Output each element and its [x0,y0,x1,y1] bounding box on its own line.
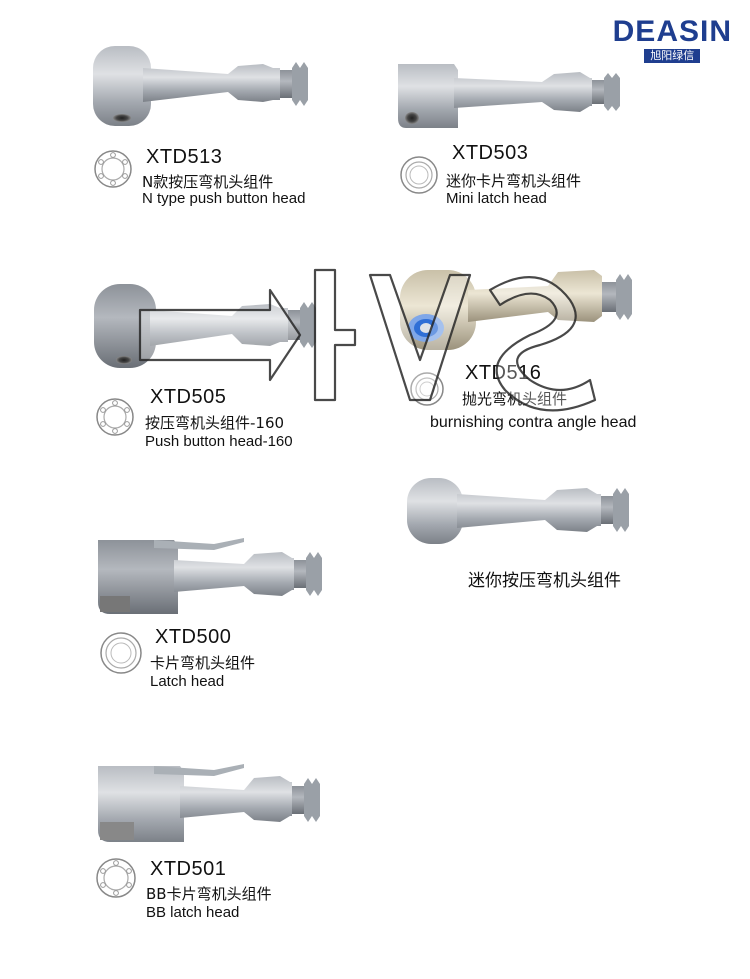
product-name-en: N type push button head [142,190,306,207]
product-xtd500 [94,534,344,624]
bearing-icon [100,632,142,674]
product-name-en: Mini latch head [446,190,547,207]
bearing-icon [410,372,444,406]
bearing-icon [400,156,438,194]
product-xtd503 [392,56,642,136]
product-xtd513 [88,38,338,188]
product-model: XTD516 [465,362,542,384]
handpiece-head-image [98,764,320,842]
product-name-cn: 迷你卡片弯机头组件 [446,172,582,190]
product-model: XTD505 [150,386,227,408]
handpiece-head-image [94,284,316,368]
product-name-cn: N款按压弯机头组件 [142,173,274,191]
bearing-icon [96,858,136,898]
bearing-icon [96,398,134,436]
product-xtd505 [92,280,342,375]
product-model: XTD501 [150,858,227,880]
product-mini-push [405,472,650,552]
product-name-cn: 按压弯机头组件-160 [145,414,285,432]
product-model: XTD503 [452,142,529,164]
brand-subtitle: 旭阳绿信 [644,49,701,63]
handpiece-head-image [93,46,308,126]
handpiece-head-image [398,64,620,128]
product-name-cn: 卡片弯机头组件 [150,654,256,672]
product-xtd516 [398,262,648,362]
product-name-cn: 迷你按压弯机头组件 [468,571,621,591]
product-name-en: Push button head-160 [145,433,293,450]
product-name-cn: 抛光弯机头组件 [462,390,568,408]
product-name-en: BB latch head [146,904,240,921]
handpiece-head-image [400,270,632,350]
product-name-cn: BB卡片弯机头组件 [146,885,272,903]
product-name-en: burnishing contra angle head [430,414,637,431]
product-model: XTD500 [155,626,232,648]
brand-logo: DEASIN 旭阳绿信 [612,15,732,64]
bearing-icon [94,150,132,188]
product-xtd501 [94,760,344,850]
product-name-en: Latch head [150,673,225,690]
product-model: XTD513 [146,146,223,168]
handpiece-head-image [98,538,322,614]
brand-name: DEASIN [612,15,732,48]
handpiece-head-image [407,478,629,544]
